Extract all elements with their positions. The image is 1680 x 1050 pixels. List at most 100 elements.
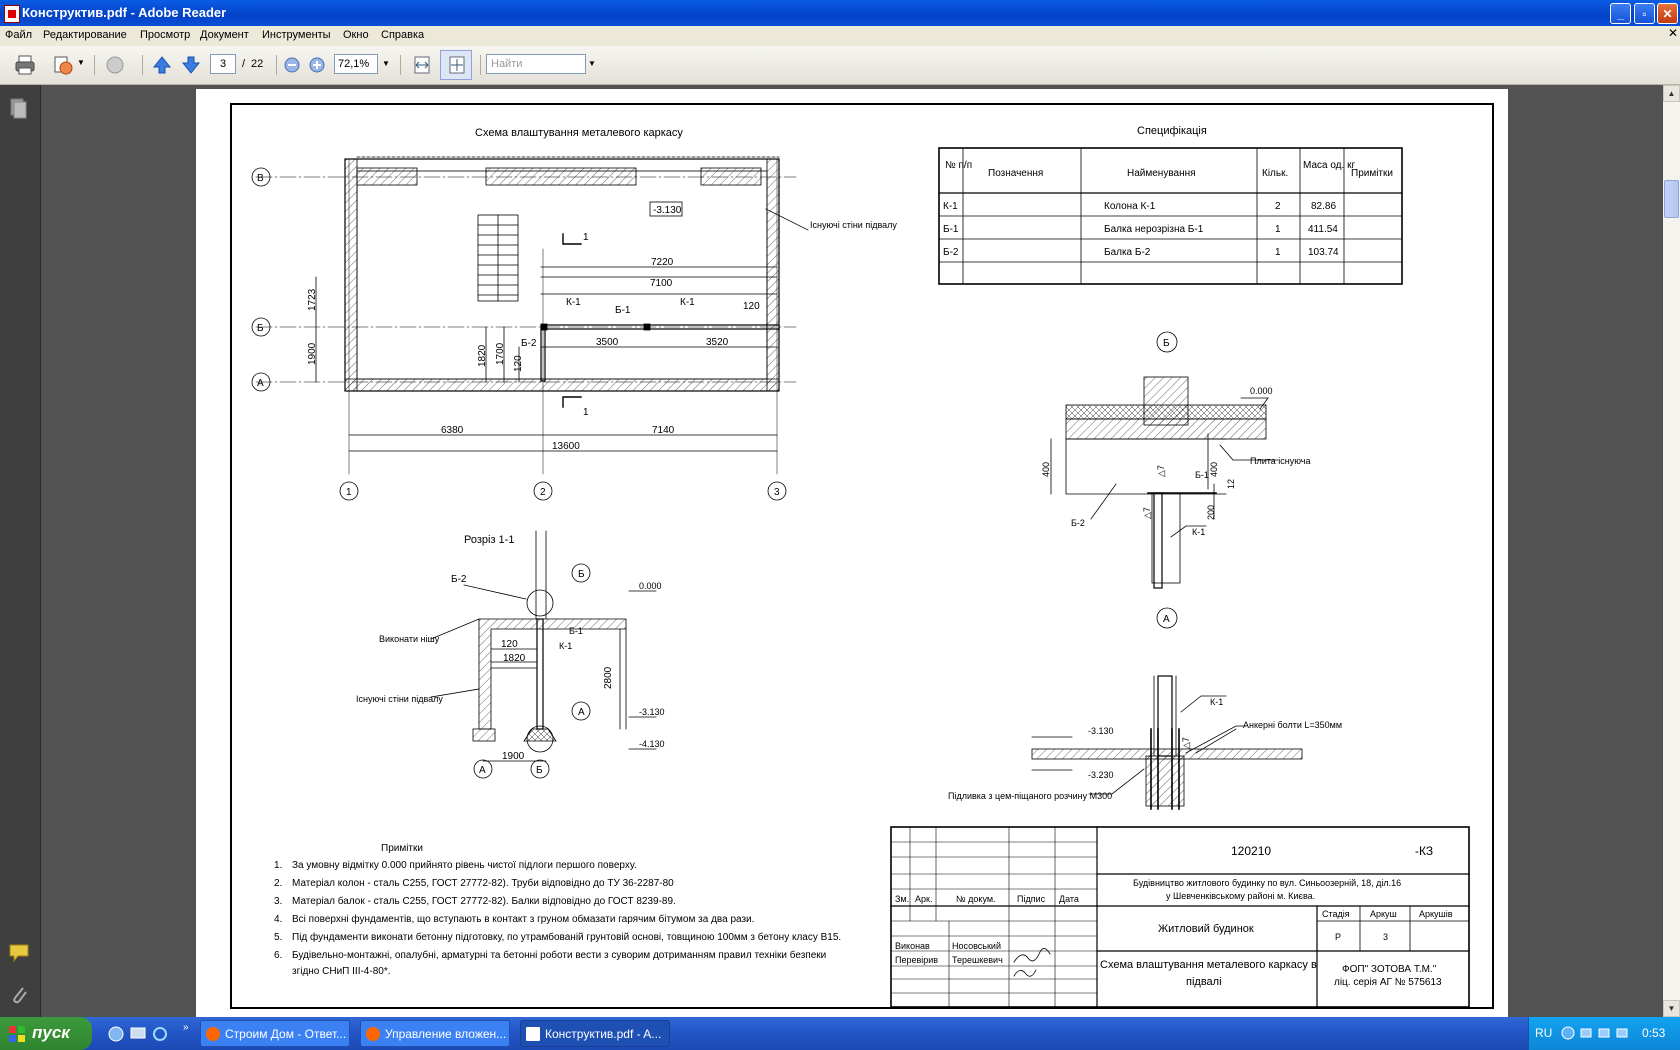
spec-header-code: Позначення bbox=[988, 168, 1043, 179]
fit-width-icon[interactable] bbox=[411, 54, 433, 76]
zoom-input[interactable]: 72,1% bbox=[334, 54, 378, 74]
node-a-detail bbox=[1031, 607, 1303, 810]
page-total: 22 bbox=[251, 58, 264, 70]
note-item-continuation: згідно СНиП III-4-80*. bbox=[292, 966, 391, 977]
dim-7100: 7100 bbox=[650, 278, 673, 289]
plan-view: Схема влаштування металевого каркасу bbox=[251, 127, 809, 501]
taskbar-task-firefox-1[interactable]: Строим Дом - Ответ... bbox=[200, 1020, 350, 1047]
axis-b-label: Б bbox=[257, 323, 264, 334]
taskbar-task-firefox-2[interactable]: Управление вложен... bbox=[360, 1020, 510, 1047]
section-axis-b: Б bbox=[536, 765, 543, 776]
node-b-plate: Плита існуюча bbox=[1250, 456, 1311, 466]
node-b-dim-400a: 400 bbox=[1041, 462, 1051, 477]
node-a-labels: А К-1 Анкерні болти L=350мм -3.130 △7 -3… bbox=[948, 614, 1342, 801]
start-label: пуск bbox=[32, 1023, 70, 1042]
zoom-out-icon[interactable] bbox=[281, 54, 303, 76]
pages-panel-icon[interactable] bbox=[8, 97, 30, 121]
menu-help[interactable]: Справка bbox=[381, 29, 425, 41]
menu-file[interactable]: Файл bbox=[5, 29, 33, 41]
hand-tool-icon[interactable] bbox=[104, 54, 126, 76]
minimize-button[interactable]: _ bbox=[1610, 3, 1631, 24]
comments-icon[interactable] bbox=[8, 943, 30, 963]
scroll-up-arrow[interactable]: ▲ bbox=[1663, 85, 1680, 102]
plan-wall-label: Існуючі стіни підвалу bbox=[810, 220, 897, 230]
next-page-icon[interactable] bbox=[180, 54, 202, 76]
menu-document[interactable]: Документ bbox=[200, 29, 249, 41]
share-dropdown-icon[interactable]: ▼ bbox=[77, 58, 85, 67]
stamp-name-1: Носовський bbox=[952, 941, 1001, 951]
section-mark-bottom: 1 bbox=[583, 407, 589, 418]
node-b-dim-200: 200 bbox=[1206, 505, 1216, 520]
fit-page-icon[interactable] bbox=[446, 54, 468, 76]
vertical-scrollbar[interactable]: ▲ ▼ bbox=[1663, 85, 1680, 1017]
note-item: За умовну відмітку 0.000 прийнято рівень… bbox=[292, 860, 637, 871]
section-axis-a: А bbox=[479, 765, 486, 776]
section-mark-b: Б bbox=[578, 569, 585, 580]
windows-logo-icon bbox=[9, 1026, 25, 1042]
stamp-col-zm: Зм. bbox=[895, 894, 909, 904]
menu-close-icon[interactable]: ✕ bbox=[1668, 26, 1679, 40]
zoom-in-icon[interactable] bbox=[306, 54, 328, 76]
node-b-b2: Б-2 bbox=[1071, 518, 1085, 528]
spec-header-mass: Маса од. кг bbox=[1303, 160, 1355, 171]
close-button[interactable]: ✕ bbox=[1657, 3, 1678, 24]
scroll-thumb[interactable] bbox=[1664, 180, 1679, 218]
scroll-down-arrow[interactable]: ▼ bbox=[1663, 1000, 1680, 1017]
stamp-sheets-header: Аркушів bbox=[1419, 909, 1453, 919]
clock[interactable]: 0:53 bbox=[1642, 1026, 1666, 1040]
dim-7220: 7220 bbox=[651, 257, 674, 268]
stamp-name-2: Терешкевич bbox=[952, 955, 1003, 965]
previous-page-icon[interactable] bbox=[151, 54, 173, 76]
menu-window[interactable]: Окно bbox=[343, 29, 369, 41]
adobe-reader-icon bbox=[526, 1027, 540, 1041]
menu-edit[interactable]: Редактирование bbox=[43, 29, 127, 41]
node-b-detail bbox=[1050, 331, 1279, 589]
note-item: Матеріал колон - сталь С255, ГОСТ 27772-… bbox=[292, 877, 674, 889]
print-icon[interactable] bbox=[14, 54, 36, 76]
zoom-dropdown-icon[interactable]: ▼ bbox=[382, 59, 390, 68]
task-label: Конструктив.pdf - A... bbox=[545, 1027, 662, 1041]
dim-3520: 3520 bbox=[706, 337, 729, 348]
tray-volume-icon[interactable] bbox=[1597, 1026, 1611, 1040]
stamp-col-ark: Арк. bbox=[915, 894, 932, 904]
axis-1-label: 1 bbox=[346, 487, 352, 498]
dim-1700: 1700 bbox=[495, 342, 506, 365]
signature-scribble bbox=[1013, 948, 1051, 963]
section-dim-120: 120 bbox=[501, 639, 518, 650]
note-item: Під фундаменти виконати бетонну підготов… bbox=[292, 931, 841, 943]
quicklaunch-skype-icon[interactable] bbox=[108, 1026, 124, 1042]
spec-header-notes: Примітки bbox=[1351, 168, 1393, 179]
dim-1723: 1723 bbox=[307, 288, 318, 311]
section-dim-2800: 2800 bbox=[603, 666, 614, 689]
tray-security-icon[interactable] bbox=[1615, 1026, 1629, 1040]
page-number-input[interactable]: 3 bbox=[210, 54, 236, 74]
find-input[interactable]: Найти bbox=[486, 54, 586, 74]
note-item: Всі поверхні фундаментів, що вступають в… bbox=[292, 913, 754, 925]
maximize-button[interactable]: ▫ bbox=[1634, 3, 1655, 24]
section-b1: Б-1 bbox=[569, 626, 583, 636]
share-icon[interactable] bbox=[52, 54, 74, 76]
drawing-sheet: Схема влаштування металевого каркасу bbox=[230, 103, 1494, 1009]
attachments-icon[interactable] bbox=[8, 983, 30, 1007]
tray-network-icon[interactable] bbox=[1579, 1026, 1593, 1040]
fit-page-button[interactable] bbox=[440, 50, 472, 80]
quicklaunch-ie-icon[interactable] bbox=[152, 1026, 168, 1042]
quicklaunch-desktop-icon[interactable] bbox=[130, 1026, 146, 1042]
taskbar-task-adobe-reader[interactable]: Конструктив.pdf - A... bbox=[520, 1020, 670, 1047]
tray-arrow-icon[interactable] bbox=[1561, 1026, 1575, 1040]
node-a-elev-3230: -3.230 bbox=[1088, 770, 1114, 780]
title-bar: Конструктив.pdf - Adobe Reader _ ▫ ✕ bbox=[0, 0, 1680, 26]
axis-a-label: А bbox=[257, 378, 264, 389]
menu-view[interactable]: Просмотр bbox=[140, 29, 191, 41]
section-k1: К-1 bbox=[559, 641, 572, 651]
language-indicator[interactable]: RU bbox=[1535, 1026, 1553, 1040]
menu-tools[interactable]: Инструменты bbox=[262, 29, 331, 41]
find-dropdown-icon[interactable]: ▼ bbox=[588, 59, 596, 68]
stamp-building: Житловий будинок bbox=[1158, 923, 1254, 935]
quicklaunch-expand-icon[interactable]: » bbox=[183, 1022, 189, 1033]
start-button[interactable]: пуск bbox=[0, 1017, 92, 1050]
stamp-col-date: Дата bbox=[1059, 894, 1079, 904]
plan-elevation-label: -3.130 bbox=[653, 205, 682, 216]
task-label: Строим Дом - Ответ... bbox=[225, 1027, 347, 1041]
window-title: Конструктив.pdf - Adobe Reader bbox=[22, 5, 227, 20]
